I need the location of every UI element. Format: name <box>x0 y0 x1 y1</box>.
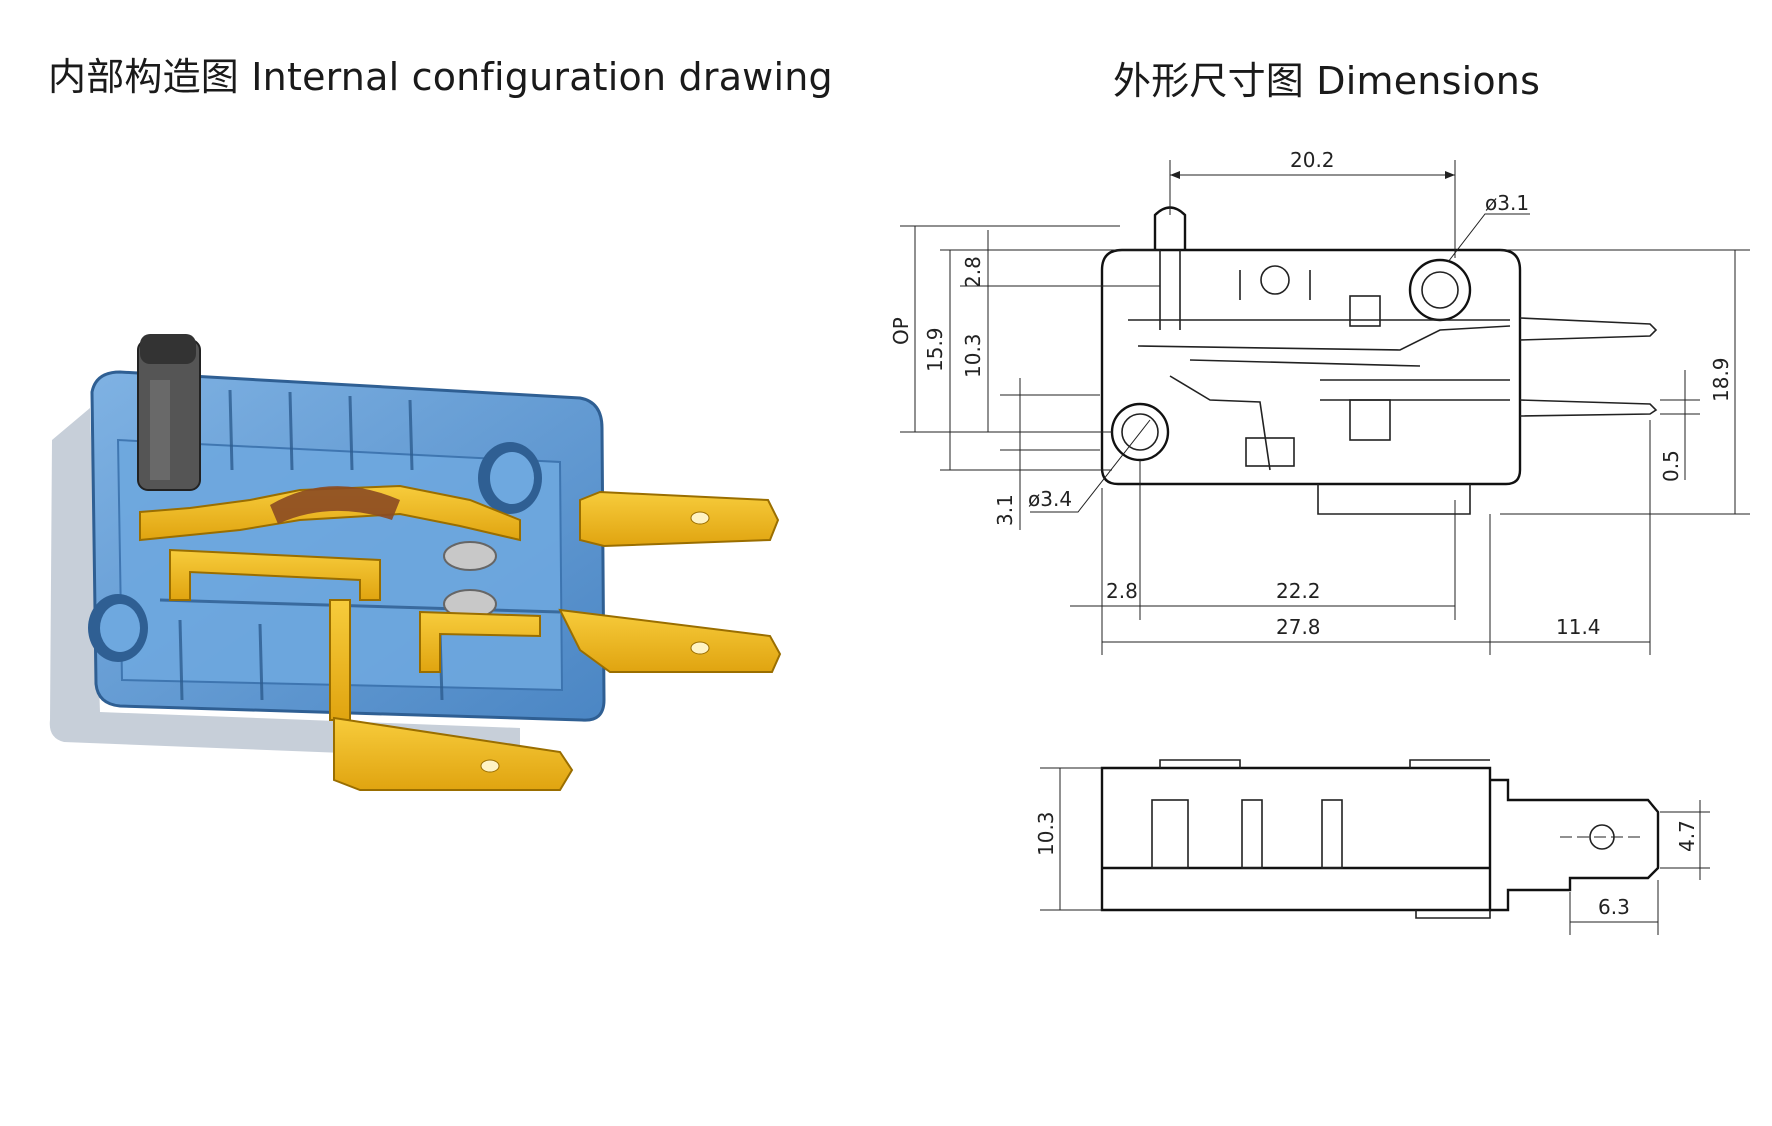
dimensions-title: 外形尺寸图 Dimensions <box>1113 59 1541 103</box>
mounting-hole-icon <box>478 442 542 514</box>
dim-0-5: 0.5 <box>1659 450 1683 482</box>
side-view-drawing: 10.3 4.7 6.3 <box>1034 759 1710 935</box>
dim-15-9: 15.9 <box>923 327 947 372</box>
dim-10-3-vertical: 10.3 <box>961 333 985 378</box>
terminal-common <box>579 490 780 548</box>
dim-side-10-3: 10.3 <box>1034 811 1058 856</box>
dim-20-2: 20.2 <box>1290 148 1335 172</box>
dim-11-4: 11.4 <box>1556 615 1601 639</box>
dim-2-8-vertical: 2.8 <box>961 256 985 288</box>
terminal-normally-open <box>558 608 782 673</box>
dim-27-8: 27.8 <box>1276 615 1321 639</box>
contact-icon <box>443 541 497 571</box>
dim-18-9: 18.9 <box>1709 357 1733 402</box>
terminal-normally-closed <box>333 716 574 791</box>
dim-op: OP <box>889 317 913 345</box>
mounting-hole-icon <box>88 594 148 662</box>
dim-hole-3-1: ø3.1 <box>1485 191 1529 215</box>
internal-drawing-title: 内部构造图 Internal configuration drawing <box>48 55 833 99</box>
front-view-drawing: 20.2 ø3.1 OP 15.9 2.8 10.3 3.1 ø3.4 18.9… <box>889 148 1750 655</box>
moving-blade <box>139 484 521 542</box>
dim-side-4-7: 4.7 <box>1675 820 1699 852</box>
dim-3-1: 3.1 <box>993 494 1017 526</box>
internal-configuration-drawing <box>49 334 782 791</box>
dim-22-2: 22.2 <box>1276 579 1321 603</box>
dim-hole-3-4: ø3.4 <box>1028 487 1072 511</box>
plunger-actuator <box>137 334 201 491</box>
dim-2-8-horizontal: 2.8 <box>1106 579 1138 603</box>
dim-side-6-3: 6.3 <box>1598 895 1630 919</box>
